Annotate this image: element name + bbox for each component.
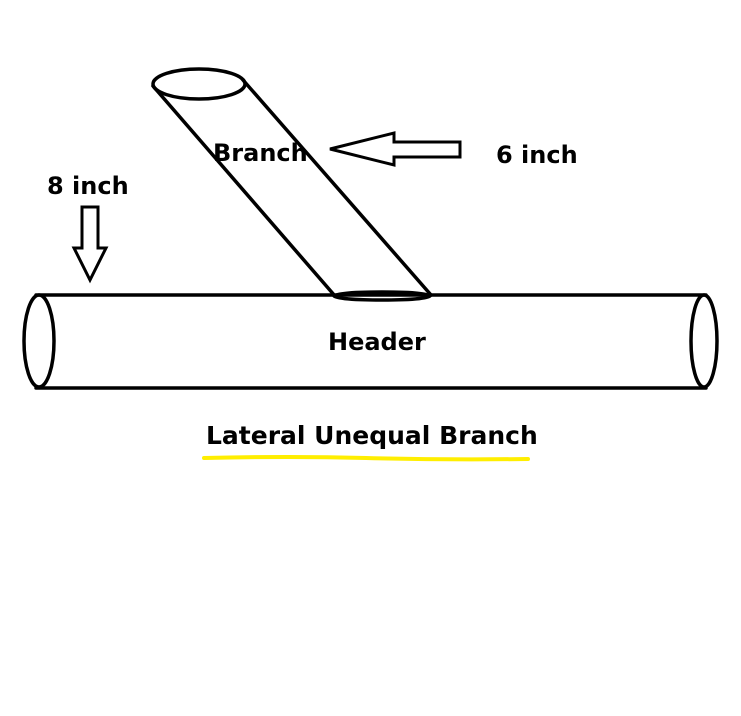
branch-size-label: 6 inch [496, 141, 578, 169]
header-label: Header [328, 328, 426, 356]
branch-pipe [151, 67, 433, 302]
branch-pipe-left-edge [151, 84, 337, 298]
header-size-arrow [71, 205, 109, 284]
diagram-title: Lateral Unequal Branch [206, 421, 538, 450]
branch-pipe-top-opening [151, 67, 247, 101]
title-underline [202, 455, 530, 462]
header-pipe [22, 293, 719, 390]
branch-size-arrow [329, 131, 462, 167]
header-pipe-left-end [22, 293, 56, 389]
header-size-label: 8 inch [47, 172, 129, 200]
branch-label: Branch [213, 139, 308, 167]
header-pipe-right-end [689, 293, 719, 389]
branch-header-junction [332, 290, 432, 302]
branch-pipe-right-edge [241, 78, 433, 297]
